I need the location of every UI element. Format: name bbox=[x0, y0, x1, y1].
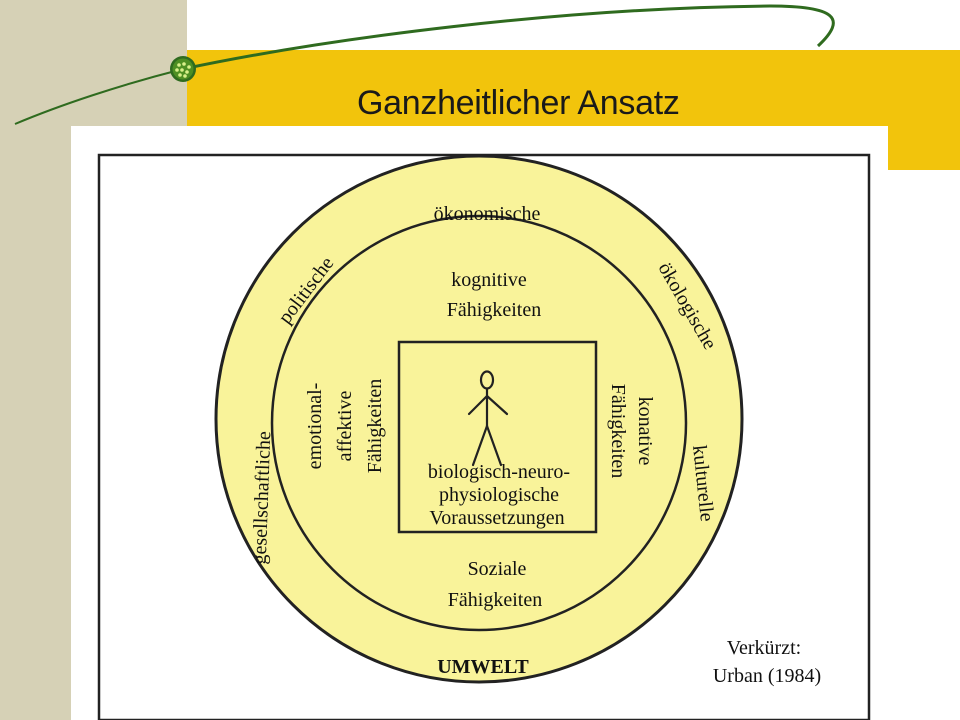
slide-title: Ganzheitlicher Ansatz bbox=[357, 84, 680, 122]
center-label-line1: biologisch-neuro- bbox=[428, 461, 570, 483]
inner-label-social-2: Fähigkeiten bbox=[448, 589, 542, 611]
swoosh-line-left bbox=[14, 68, 184, 125]
center-label-line3: Voraussetzungen bbox=[429, 507, 564, 529]
outer-label-societal: gesellschaftliche bbox=[249, 431, 276, 565]
bullet-icon bbox=[170, 56, 196, 82]
inner-label-cognitive-2: Fähigkeiten bbox=[447, 299, 541, 321]
inner-label-emotional-1: emotional- bbox=[304, 383, 326, 470]
decorative-swoosh bbox=[14, 4, 835, 125]
person-icon bbox=[467, 370, 509, 467]
inner-label-emotional-3: Fähigkeiten bbox=[364, 379, 386, 473]
source-note-line1: Verkürzt: bbox=[727, 637, 801, 659]
outer-label-environment: UMWELT bbox=[437, 656, 529, 678]
inner-label-conative-1: konative bbox=[634, 397, 656, 466]
inner-label-conative-2: Fähigkeiten bbox=[607, 384, 629, 478]
center-box bbox=[397, 340, 598, 534]
inner-label-social-1: Soziale bbox=[468, 558, 527, 580]
swoosh-line-right bbox=[182, 4, 835, 71]
inner-label-emotional-2: affektive bbox=[334, 391, 356, 462]
inner-label-cognitive-1: kognitive bbox=[451, 269, 527, 291]
center-label-line2: physiologische bbox=[439, 484, 559, 506]
source-note-line2: Urban (1984) bbox=[713, 665, 821, 687]
holistic-approach-diagram: biologisch-neuro- physiologische Vorauss… bbox=[97, 153, 871, 720]
outer-label-economic: ökonomische bbox=[434, 203, 541, 225]
